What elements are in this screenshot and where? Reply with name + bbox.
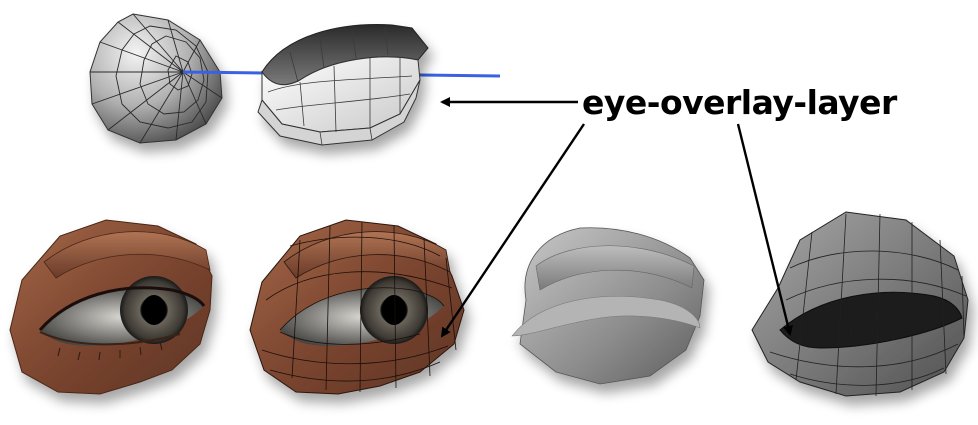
- gray-eye-shell: [512, 228, 704, 384]
- eyeball-wireframe: [90, 14, 222, 143]
- arrow-to-gray-wireframe: [738, 124, 790, 334]
- gray-eye-wireframe: [752, 212, 968, 396]
- overlay-shell-wireframe: [258, 25, 428, 145]
- textured-eye-wireframe: [250, 220, 464, 394]
- textured-eye: [10, 220, 212, 394]
- annotation-label: eye-overlay-layer: [582, 78, 922, 128]
